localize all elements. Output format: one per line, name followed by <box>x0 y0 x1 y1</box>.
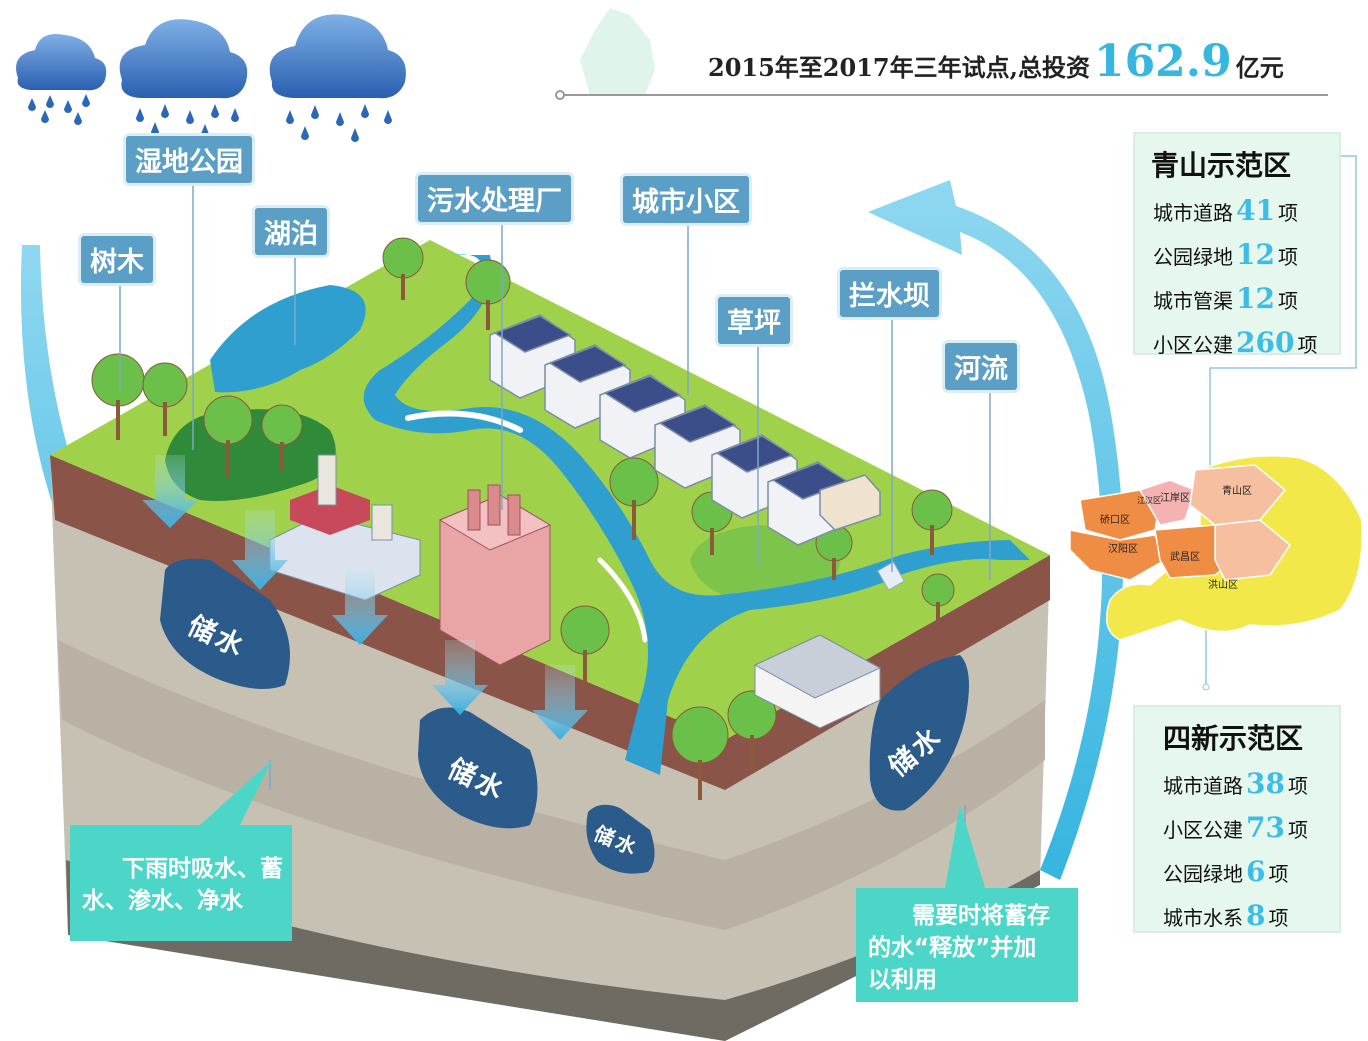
map-label-qingshan: 青山区 <box>1222 486 1252 497</box>
item-value: 73 <box>1246 811 1285 844</box>
headline-amount: 162.9 <box>1093 36 1232 87</box>
connector-dot <box>1202 683 1210 691</box>
label-residential-area: 城市小区 <box>623 176 749 223</box>
item-label: 小区公建 <box>1153 333 1233 357</box>
map-label-qiaokou: 硚口区 <box>1100 515 1130 526</box>
wuhan-district-map <box>1069 454 1364 641</box>
sewage-treatment-plant <box>269 454 421 601</box>
item-label: 城市道路 <box>1163 774 1243 798</box>
item-label: 公园绿地 <box>1163 862 1243 886</box>
item-value: 8 <box>1246 899 1266 932</box>
release-note: 需要时将蓄存 的水“释放”并加 以利用 <box>856 888 1078 1002</box>
map-label-wuchang: 武昌区 <box>1170 552 1200 563</box>
item-label: 城市道路 <box>1153 201 1233 225</box>
faint-tree-icon <box>580 8 655 95</box>
release-note-line: 需要时将蓄存 <box>912 903 1050 929</box>
item-unit: 项 <box>1287 818 1308 842</box>
note-pointer <box>945 805 985 888</box>
warehouse <box>753 634 882 729</box>
water-storage-pocket <box>869 655 969 811</box>
water-storage-pocket <box>418 707 538 829</box>
absorb-note-line: 水、渗水、净水 <box>82 888 243 914</box>
item-value: 41 <box>1236 194 1275 227</box>
item-label: 公园绿地 <box>1153 245 1233 269</box>
item-unit: 项 <box>1277 201 1298 225</box>
absorb-note: 下雨时吸水、蓄 水、渗水、净水 <box>70 825 292 941</box>
item-value: 6 <box>1246 855 1266 888</box>
item-label: 城市水系 <box>1163 906 1243 930</box>
item-value: 260 <box>1236 326 1295 359</box>
absorb-note-line: 下雨时吸水、蓄 <box>122 856 283 882</box>
item-unit: 项 <box>1287 774 1308 798</box>
water-storage-pocket <box>586 804 655 874</box>
item-unit: 项 <box>1268 906 1289 930</box>
item-value: 38 <box>1246 767 1285 800</box>
note-pointer <box>200 760 272 825</box>
map-label-hongshan: 洪山区 <box>1208 580 1238 591</box>
absorb-arrow-icon <box>142 455 588 740</box>
release-note-line: 的水“释放”并加 <box>868 935 1037 961</box>
residential-buildings <box>489 314 881 546</box>
label-sewage-plant: 污水处理厂 <box>418 175 571 222</box>
item-value: 12 <box>1236 238 1275 271</box>
rain-cloud-icon <box>16 34 107 125</box>
qingshan-title: 青山示范区 <box>1151 149 1292 182</box>
item-value: 12 <box>1236 282 1275 315</box>
label-lake: 湖泊 <box>255 208 327 255</box>
release-note-line: 以利用 <box>868 967 937 993</box>
item-unit: 项 <box>1277 245 1298 269</box>
lake <box>210 285 366 393</box>
dam <box>877 561 905 591</box>
water-storage-pocket <box>160 558 290 689</box>
map-label-jiangan: 江岸区 <box>1160 493 1190 504</box>
item-unit: 项 <box>1268 862 1289 886</box>
label-lawn: 草坪 <box>718 297 790 344</box>
item-label: 小区公建 <box>1163 818 1243 842</box>
river-highlight <box>405 410 523 433</box>
label-river: 河流 <box>945 343 1017 390</box>
power-building <box>438 484 552 666</box>
item-label: 城市管渠 <box>1153 289 1233 313</box>
headline-unit: 亿元 <box>1235 53 1284 82</box>
map-label-hanyang: 汉阳区 <box>1108 544 1138 555</box>
rain-cloud-icon <box>119 19 248 138</box>
label-trees: 树木 <box>81 236 153 283</box>
item-unit: 项 <box>1277 289 1298 313</box>
map-label-jianghan: 江汉区 <box>1137 496 1161 505</box>
rain-cloud-icon <box>269 14 406 142</box>
item-unit: 项 <box>1297 333 1318 357</box>
headline-prefix: 2015年至2017年三年试点,总投资 <box>708 53 1090 82</box>
label-dam: 拦水坝 <box>840 270 939 317</box>
river-highlight <box>597 557 648 643</box>
headline-divider-dot <box>555 90 565 100</box>
sixin-title: 四新示范区 <box>1163 722 1304 755</box>
label-wetland-park: 湿地公园 <box>126 136 252 183</box>
